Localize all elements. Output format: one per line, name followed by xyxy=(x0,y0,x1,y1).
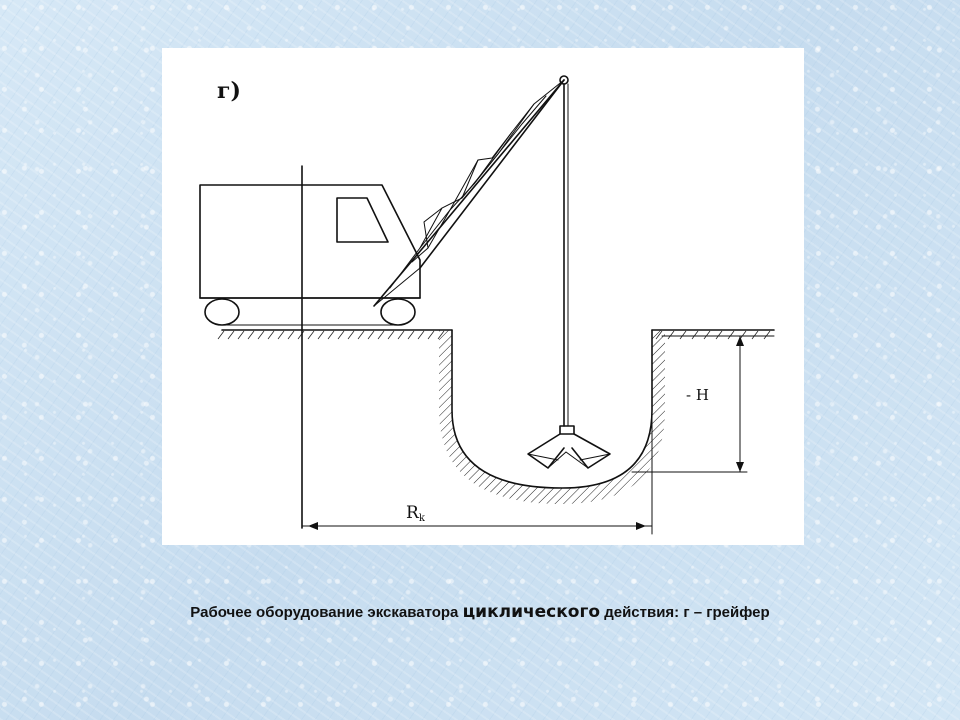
caption-part3: действия: г – грейфер xyxy=(600,604,770,621)
radius-label-main: R xyxy=(406,503,420,523)
ground-left xyxy=(217,329,453,340)
depth-label: - H xyxy=(686,386,709,404)
radius-label-sub: k xyxy=(419,513,426,524)
boom xyxy=(373,75,569,307)
caption-part1: Рабочее оборудование экскаватора xyxy=(190,604,463,621)
caption-part2: циклического xyxy=(462,602,601,622)
radius-dimension xyxy=(301,337,653,535)
excavation-pit xyxy=(439,329,665,504)
figure-caption: Рабочее оборудование экскаватора цикличе… xyxy=(0,600,960,625)
excavator-body xyxy=(199,184,421,326)
excavator-diagram: г) - H Rk xyxy=(199,75,775,535)
right-wheel xyxy=(380,298,416,326)
panel-label: г) xyxy=(217,78,241,104)
ground-right xyxy=(651,329,775,340)
figure-panel: г) - H Rk xyxy=(162,48,804,545)
grab-bucket-icon xyxy=(527,425,611,469)
left-wheel xyxy=(204,298,240,326)
depth-dimension xyxy=(631,335,775,473)
radius-label: Rk xyxy=(406,503,426,524)
